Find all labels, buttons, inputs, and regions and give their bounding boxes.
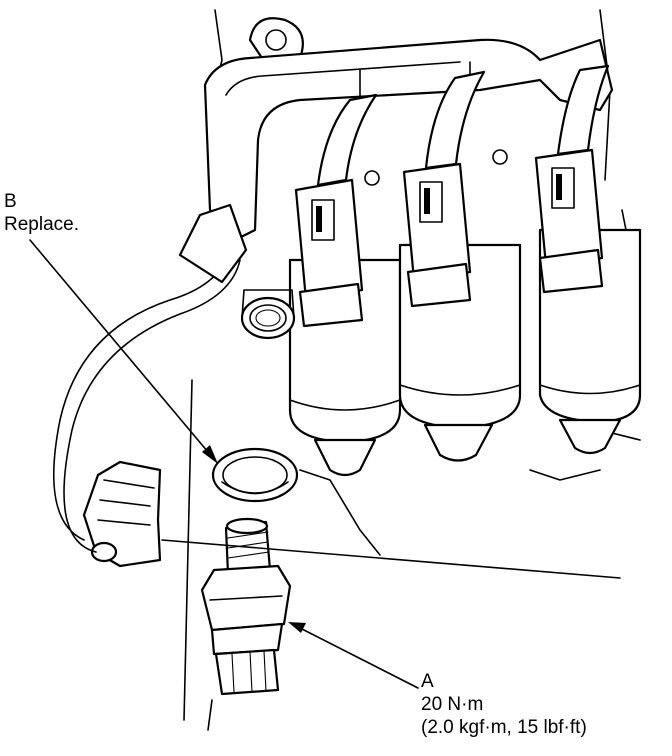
sensor-port	[240, 289, 296, 340]
callout-b-letter: B	[4, 191, 17, 212]
leader-line-b	[29, 239, 218, 464]
harness-connector	[82, 460, 162, 568]
callout-b: B Replace.	[4, 190, 79, 236]
callout-a: A 20 N·m (2.0 kgf·m, 15 lbf·ft)	[421, 670, 587, 739]
injector-pipes	[316, 64, 610, 187]
callout-a-letter: A	[421, 671, 434, 692]
injector-2	[398, 162, 522, 462]
injector-1	[288, 178, 402, 477]
leader-line-a	[288, 622, 419, 689]
mating-line	[161, 539, 621, 579]
callout-a-torque: 20 N·m	[421, 694, 484, 715]
callout-b-text: Replace.	[4, 214, 79, 235]
harness-cover	[203, 38, 614, 242]
harness-wire	[52, 203, 248, 553]
callout-a-torque-alt: (2.0 kgf·m, 15 lbf·ft)	[421, 717, 587, 738]
sealing-washer	[211, 447, 299, 503]
injector-3	[534, 148, 642, 455]
sensor-part	[200, 517, 292, 696]
